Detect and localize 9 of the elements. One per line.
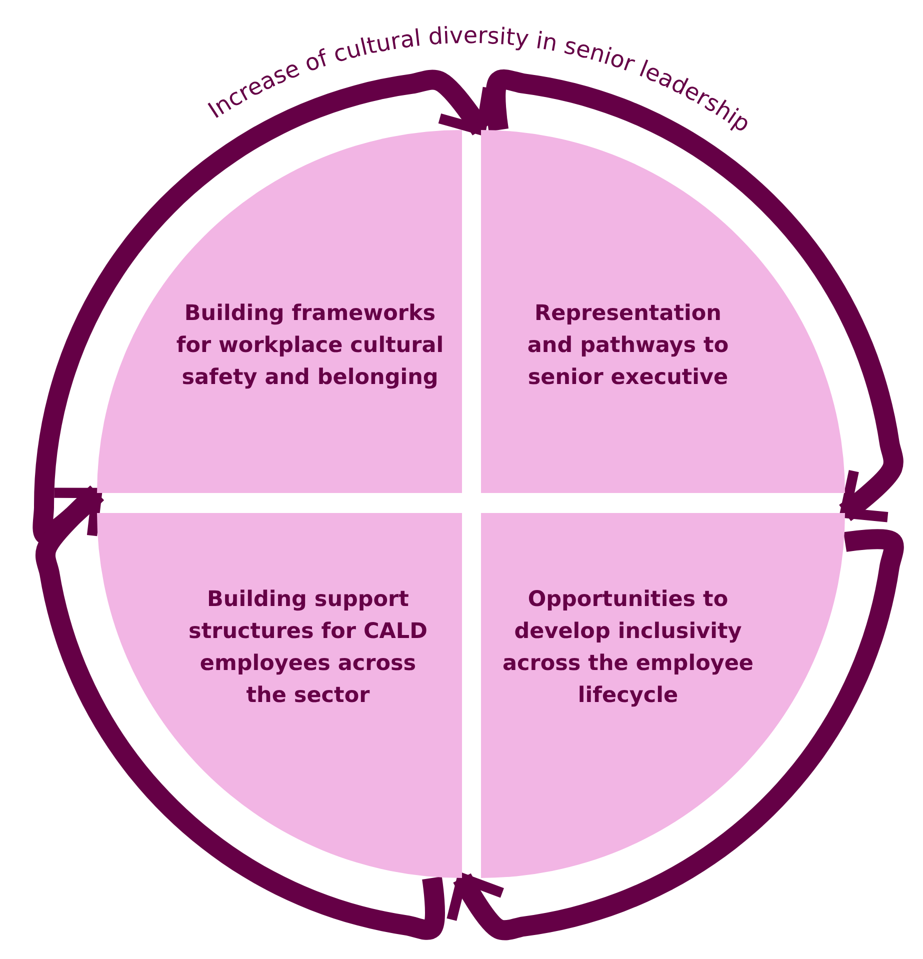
quadrant-segment — [97, 130, 462, 493]
quadrant-segment — [97, 513, 462, 878]
quadrant-segment — [481, 130, 845, 493]
segment-text: Representation and pathways to senior executive — [526, 300, 730, 392]
quadrant-segment — [481, 513, 845, 878]
segment-text: Building frameworks for workplace cultural safety and belonging — [175, 300, 445, 392]
segment-text: Opportunities to develop inclusivity across the employee lifecycle — [501, 586, 755, 710]
segment-text: Building support structures for CALD employees across the sector — [188, 586, 428, 710]
cycle-arrow — [486, 70, 904, 522]
